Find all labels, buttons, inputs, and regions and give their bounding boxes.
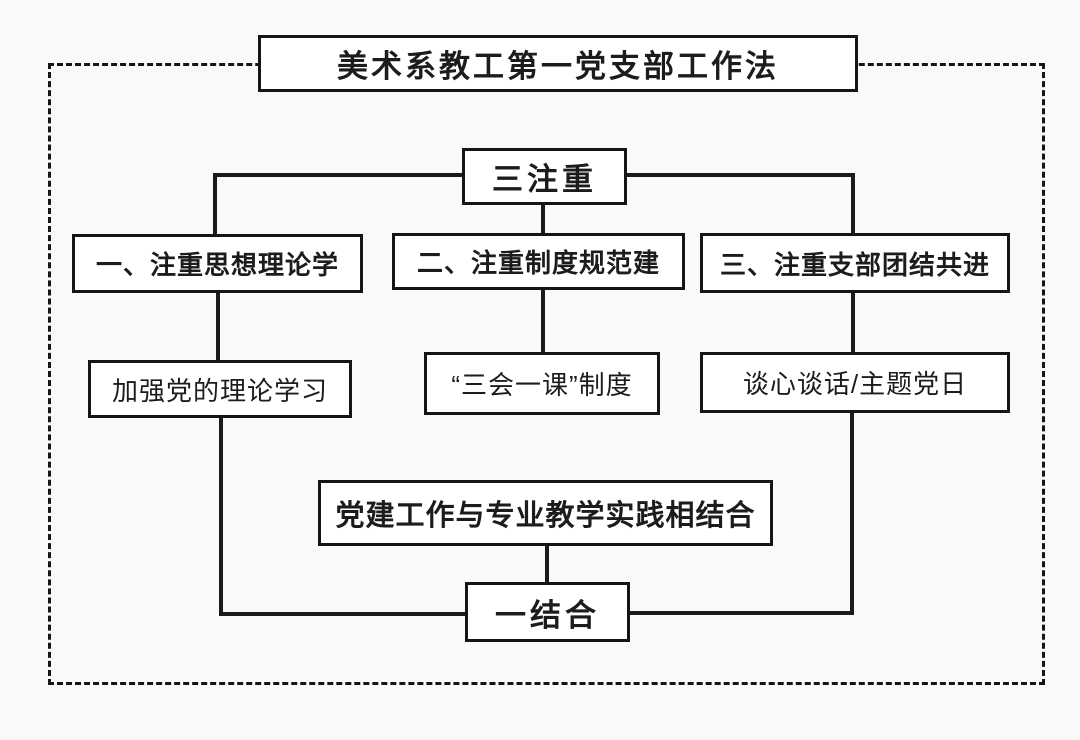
connector-branch-1-detail xyxy=(216,292,220,362)
node-branch-3-header: 三、注重支部团结共进 xyxy=(700,233,1010,293)
diagram-title: 美术系教工第一党支部工作法 xyxy=(258,35,858,92)
node-branch-2-header: 二、注重制度规范建 xyxy=(392,233,685,290)
connector-top-bus-left xyxy=(213,173,464,177)
node-branch-2-detail: “三会一课”制度 xyxy=(424,352,660,415)
connector-left-to-bottom-node xyxy=(219,612,467,616)
node-combine-statement: 党建工作与专业教学实践相结合 xyxy=(318,480,773,546)
connector-drop-branch-1 xyxy=(213,173,217,236)
node-one-combination: 一结合 xyxy=(465,582,630,642)
node-branch-3-detail: 谈心谈话/主题党日 xyxy=(700,352,1010,413)
connector-right-column-down xyxy=(850,412,854,615)
connector-drop-branch-3 xyxy=(851,173,855,236)
connector-branch-3-detail xyxy=(851,292,855,354)
connector-right-to-bottom-node xyxy=(628,611,854,615)
connector-branch-2-detail xyxy=(541,289,545,354)
node-branch-1-header: 一、注重思想理论学 xyxy=(72,234,363,293)
connector-combine-to-bottom xyxy=(545,544,549,584)
connector-top-bus-right xyxy=(626,173,855,177)
node-branch-1-detail: 加强党的理论学习 xyxy=(88,360,352,418)
connector-drop-branch-2 xyxy=(541,204,545,235)
connector-left-column-down xyxy=(219,416,223,616)
node-three-emphases: 三注重 xyxy=(462,148,627,205)
